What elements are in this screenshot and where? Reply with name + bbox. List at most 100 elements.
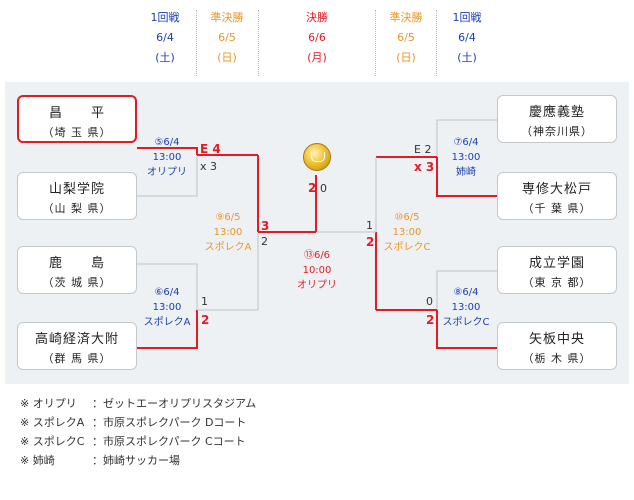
team-prefecture: （山 梨 県） (42, 202, 112, 215)
score-m5-bottom: x 3 (200, 160, 218, 173)
match-venue: オリプリ (147, 167, 187, 178)
match-number: ⑥6/4 (154, 287, 180, 298)
match-info-m10: ⑩6/5 13:00 スポレクC (372, 210, 442, 255)
match-venue: オリプリ (297, 280, 337, 291)
score-m7-top: E 2 (414, 143, 432, 156)
score-m7-bottom: x 3 (414, 160, 435, 174)
score-m6-bottom: 2 (201, 313, 210, 327)
note-row: ※ スポレクC：市原スポレクパーク Cコート (20, 435, 246, 448)
score-m9-bottom: 2 (261, 235, 268, 248)
round-day: (月) (307, 51, 327, 64)
match-info-m9: ⑨6/5 13:00 スポレクA (193, 210, 263, 255)
team-prefecture: （茨 城 県） (42, 276, 112, 289)
score-m6-top: 1 (201, 295, 208, 308)
score-final-left: 2 (308, 181, 317, 195)
team-prefecture: （千 葉 県） (522, 202, 592, 215)
round-name: 1回戦 (150, 11, 180, 24)
team-name: 昌 平 (48, 106, 105, 121)
header-divider (375, 10, 376, 76)
team-box-2: 山梨学院 （山 梨 県） (17, 172, 137, 220)
match-info-m8: ⑧6/4 13:00 スポレクC (431, 285, 501, 330)
match-venue: スポレクC (383, 242, 431, 253)
score-m5-top: E 4 (200, 142, 221, 156)
score-final-right: 0 (320, 182, 327, 195)
score-m9-top: 3 (261, 219, 270, 233)
round-header-right-sf: 準決勝 6/5 (日) (376, 8, 436, 78)
match-number: ⑬6/6 (303, 250, 331, 261)
line-m6-bottom (137, 310, 198, 349)
round-name: 準決勝 (389, 11, 423, 24)
score-m10-bottom: 2 (366, 235, 375, 249)
round-name: 決勝 (306, 11, 328, 24)
round-date: 6/4 (156, 31, 174, 44)
team-box-3: 鹿 島 （茨 城 県） (17, 246, 137, 294)
match-number: ⑦6/4 (453, 137, 479, 148)
team-prefecture: （群 馬 県） (42, 352, 112, 365)
round-header-final: 決勝 6/6 (月) (287, 8, 347, 78)
line-m5-bottom (137, 155, 198, 197)
team-box-8: 矢板中央 （栃 木 県） (497, 322, 617, 370)
team-name: 鹿 島 (48, 256, 105, 271)
match-venue: 姉崎 (456, 167, 476, 178)
match-time: 13:00 (451, 302, 481, 313)
match-time: 13:00 (152, 152, 182, 163)
round-header-left-r1: 1回戦 6/4 (土) (135, 8, 195, 78)
team-name: 矢板中央 (528, 332, 585, 347)
header-divider (196, 10, 197, 76)
match-time: 13:00 (392, 227, 422, 238)
score-m8-bottom: 2 (426, 313, 435, 327)
match-time: 13:00 (213, 227, 243, 238)
round-name: 1回戦 (452, 11, 482, 24)
team-box-5: 慶應義塾 （神奈川県） (497, 95, 617, 143)
note-row: ※ オリプリ：ゼットエーオリプリスタジアム (20, 397, 257, 410)
match-info-m5: ⑤6/4 13:00 オリプリ (132, 135, 202, 180)
team-prefecture: （神奈川県） (521, 125, 593, 138)
round-day: (日) (217, 51, 237, 64)
team-name: 山梨学院 (48, 182, 105, 197)
score-m10-top: 1 (366, 219, 373, 232)
line-m8-top (436, 270, 497, 310)
match-venue: スポレクA (204, 242, 252, 253)
match-time: 13:00 (451, 152, 481, 163)
header-divider (258, 10, 259, 76)
match-number: ⑤6/4 (154, 137, 180, 148)
line-m7-top (436, 119, 497, 157)
team-prefecture: （埼 玉 県） (42, 126, 112, 139)
match-info-m7: ⑦6/4 13:00 姉崎 (431, 135, 501, 180)
venue-notes: ※ オリプリ：ゼットエーオリプリスタジアム ※ スポレクA：市原スポレクパーク … (20, 394, 256, 470)
team-name: 高崎経済大附 (34, 332, 119, 347)
team-name: 慶應義塾 (528, 105, 585, 120)
round-date: 6/5 (218, 31, 236, 44)
trophy-icon (303, 143, 331, 171)
team-box-6: 専修大松戸 （千 葉 県） (497, 172, 617, 220)
team-box-7: 成立学園 （東 京 都） (497, 246, 617, 294)
match-info-m6: ⑥6/4 13:00 スポレクA (132, 285, 202, 330)
note-row: ※ 姉崎：姉崎サッカー場 (20, 454, 180, 467)
round-day: (土) (457, 51, 477, 64)
score-m8-top: 0 (426, 295, 433, 308)
round-header-left-sf: 準決勝 6/5 (日) (197, 8, 257, 78)
match-number: ⑨6/5 (215, 212, 241, 223)
match-time: 13:00 (152, 302, 182, 313)
team-box-1: 昌 平 （埼 玉 県） (17, 95, 137, 143)
round-day: (土) (155, 51, 175, 64)
round-date: 6/6 (308, 31, 326, 44)
note-row: ※ スポレクA：市原スポレクパーク Dコート (20, 416, 247, 429)
line-m8-bottom (436, 310, 497, 349)
round-name: 準決勝 (210, 11, 244, 24)
match-number: ⑧6/4 (453, 287, 479, 298)
round-date: 6/5 (397, 31, 415, 44)
match-number: ⑩6/5 (394, 212, 420, 223)
match-venue: スポレクA (143, 317, 191, 328)
team-box-4: 高崎経済大附 （群 馬 県） (17, 322, 137, 370)
match-venue: スポレクC (442, 317, 490, 328)
round-header-right-r1: 1回戦 6/4 (土) (437, 8, 497, 78)
round-day: (日) (396, 51, 416, 64)
team-name: 専修大松戸 (521, 182, 592, 197)
line-m5-top (137, 147, 198, 155)
team-prefecture: （栃 木 県） (522, 352, 592, 365)
match-time: 10:00 (302, 265, 332, 276)
line-m7-bottom (436, 157, 497, 197)
header-divider (436, 10, 437, 76)
